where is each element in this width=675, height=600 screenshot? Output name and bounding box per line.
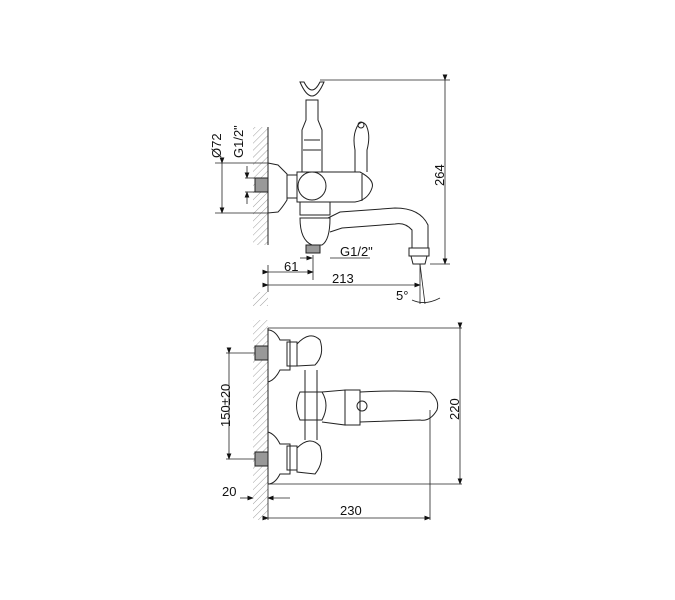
dim-angle: 5°	[396, 288, 408, 303]
dim-outlet-offset: 61	[284, 259, 298, 274]
dim-centers: 150±20	[218, 384, 233, 427]
hand-shower-holder	[299, 81, 325, 97]
top-view-dimensions	[226, 322, 463, 521]
dim-spout-reach: 213	[332, 271, 354, 286]
side-view	[253, 81, 430, 306]
dim-outlet-thread: G1/2"	[340, 244, 373, 259]
dim-wall: 20	[222, 484, 236, 499]
handle-lever-top	[359, 390, 439, 423]
lower-inlet-thread	[254, 451, 269, 467]
dim-inlet-thread: G1/2"	[231, 125, 246, 158]
inlet-thread	[254, 177, 269, 193]
dim-length: 230	[340, 503, 362, 518]
top-view	[253, 320, 439, 520]
dim-diameter: Ø72	[209, 133, 224, 158]
side-view-dimensions	[215, 74, 450, 305]
upper-inlet-thread	[254, 345, 269, 361]
dim-depth: 220	[447, 398, 462, 420]
lever-handle	[353, 122, 370, 172]
spout	[327, 207, 429, 249]
wall-hatch-bottom	[253, 320, 268, 520]
escutcheon	[267, 162, 288, 214]
dim-height: 264	[432, 164, 447, 186]
